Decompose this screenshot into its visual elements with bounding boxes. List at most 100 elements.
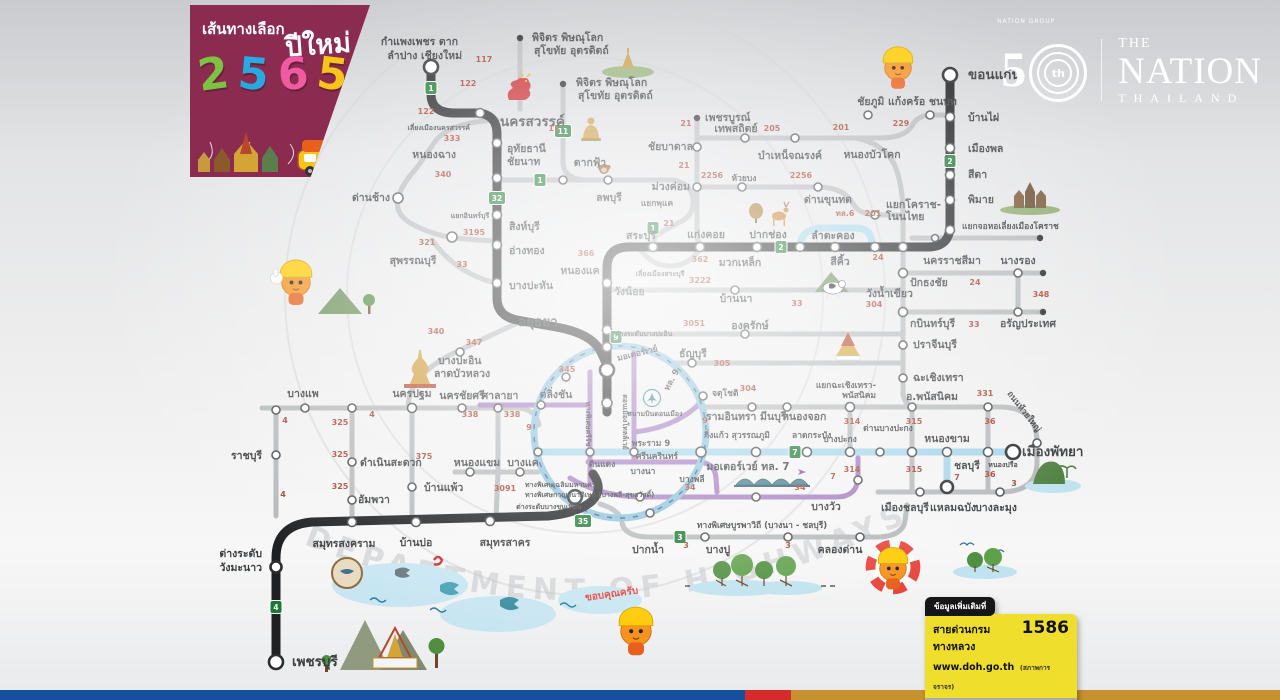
map-label: ธัญบุรี [679,347,707,361]
buddha-icon [581,117,601,141]
route-number: 36 [984,417,996,426]
route-station-dot [941,66,959,84]
map-label: ชัยภูมิ แก้งคร้อ ชนบท [857,95,957,109]
map-label: ต่างระดับบางปะอิน [615,330,673,338]
map-label: เพชรบูรณ์ [705,111,751,125]
map-label: กำแพงเพชร ตาก [381,36,458,48]
map-label: เพชรบุรี [292,654,338,670]
deer-icon [772,201,790,226]
route-station-dot [813,182,823,192]
route-station-dot [493,403,503,413]
route-end-dot [1039,269,1047,277]
highway-shield: 2 [774,240,788,254]
banner-temple-van-art [198,132,357,176]
route-station-dot [392,192,404,204]
route-number: 2256 [701,171,724,180]
year-digit: 5 [314,47,352,102]
map-label: วังมะนาว [219,562,262,574]
route-station-dot [692,142,702,152]
route-station-dot [783,532,793,542]
website-note: (สภาพการจราจร) [933,664,1051,691]
route-station-dot [491,209,503,221]
route-number: 338 [504,410,521,419]
route-station-dot [898,373,908,383]
map-label: นครชัยศรี [439,389,485,402]
map-label: เมืองชลบุรี [881,501,929,515]
route-station-dot [533,447,543,457]
mascot-bowing [618,606,654,657]
route-number: 9 [526,423,532,432]
map-label: สิงห์บุรี [508,220,540,234]
route-station-dot [939,479,955,495]
route-station-dot [897,241,909,253]
map-label: ฉะเชิงเทรา [913,372,964,384]
route-number: 325 [332,418,349,427]
route-station-dot [915,487,925,497]
route-number: 11 [548,124,560,133]
route-station-dot [898,340,908,350]
route-number: 3091 [494,484,517,493]
route-number: 2256 [790,171,813,180]
route-station-dot [491,137,503,149]
logo-divider [1101,39,1103,101]
route-station-dot [1004,443,1022,461]
map-label: บางแพ [287,388,318,400]
map-label: บางพลี [679,474,704,485]
route-number: 338 [462,410,479,419]
route-station-dot [635,492,645,502]
hotline-number: 1586 [1021,618,1069,638]
route-station-dot [982,446,994,458]
route-station-dot [566,488,584,506]
route-number: 345 [559,365,576,374]
route-station-dot [347,495,357,505]
route-station-dot [941,446,953,458]
map-label: ชัยบาดาล [648,141,693,153]
highway-shield: 11 [554,124,572,138]
svg-text:32: 32 [492,194,502,203]
highway-shield: 4 [269,600,283,614]
map-label: เทพสถิตย์ [714,122,757,135]
route-number: 340 [435,170,452,179]
map-label: กบินทร์บุรี [910,317,955,331]
route-number: 347 [466,338,483,347]
svg-text:35: 35 [578,517,588,526]
map-label: หนองแขม [454,457,500,469]
route-station-dot [944,111,956,123]
year-digit: 2 [194,47,232,102]
map-label: ลพบุรี [596,191,622,205]
doh-watermark: DEPARTMENT OF HIGHWAYS [284,0,908,608]
route-station-dot [1013,268,1023,278]
route-station-dot [601,324,613,336]
route-number: 201 [865,209,882,218]
map-label: เลี่ยงเมืองสระบุรี [636,268,685,278]
map-label: พิจิตร พิษณุโลก [532,31,603,45]
map-label: ชลบุรี [954,459,980,473]
route-station-dot [457,403,467,413]
map-label: อัมพวา [358,494,390,506]
map-label: ดอนเมืองโทลล์เวย์ [621,394,630,450]
mangrove-illustration [685,554,838,596]
route-number: 34 [684,483,696,492]
route-station-dot [1032,438,1042,448]
anniversary-rings: th [1029,44,1088,102]
map-label: อรัญประเทศ [1000,318,1056,330]
route-station-dot [944,224,956,236]
map-label: ขอบคุณครับ [584,584,639,603]
route-station-dot [267,653,285,671]
route-station-dot [844,446,856,458]
map-label: มวกเหล็ก [719,255,761,269]
highway-shield: 2 [943,154,957,168]
map-label: บางปะหัน [509,280,554,292]
map-label: บ้านบ่อ [400,536,433,549]
route-number: 4 [282,416,288,425]
route-station-dot [645,508,655,518]
map-label: แยกจอหอเลี่ยงเมืองโคราช [962,219,1059,232]
map-label: เลี่ยงเมืองนครสวรรค์ [408,122,471,132]
map-label: ม่วงค่อม [652,181,690,193]
route-station-dot [740,133,750,143]
route-number: 325 [332,450,349,459]
route-station-dot [558,175,568,185]
route-number: 314 [844,465,861,474]
map-label: วังน้อย [614,285,645,298]
route-station-dot [737,182,747,192]
